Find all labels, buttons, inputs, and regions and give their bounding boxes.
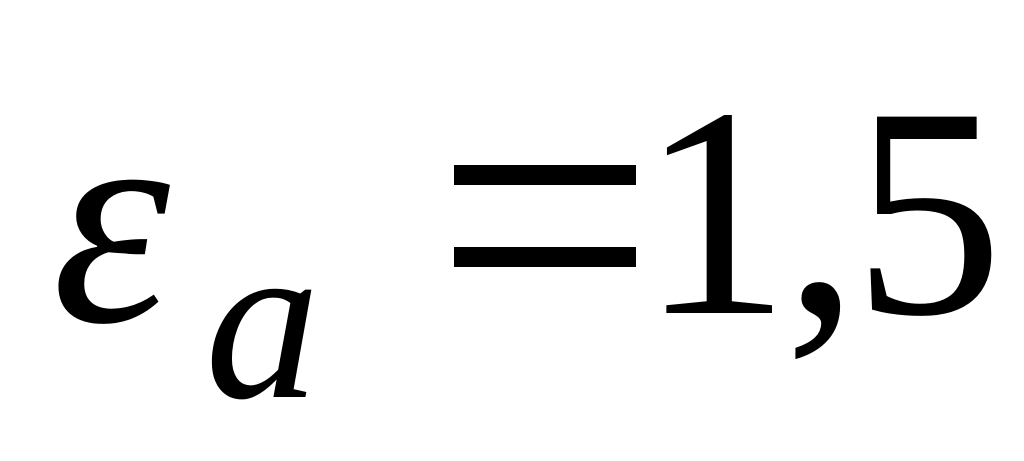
value: 1,5 (640, 46, 1003, 378)
equals-bar-top (454, 165, 636, 185)
equals-bar-bottom (454, 247, 636, 267)
subscript-a: a (205, 192, 320, 447)
epsilon-symbol: ε (52, 54, 171, 386)
equals-sign (454, 165, 636, 267)
